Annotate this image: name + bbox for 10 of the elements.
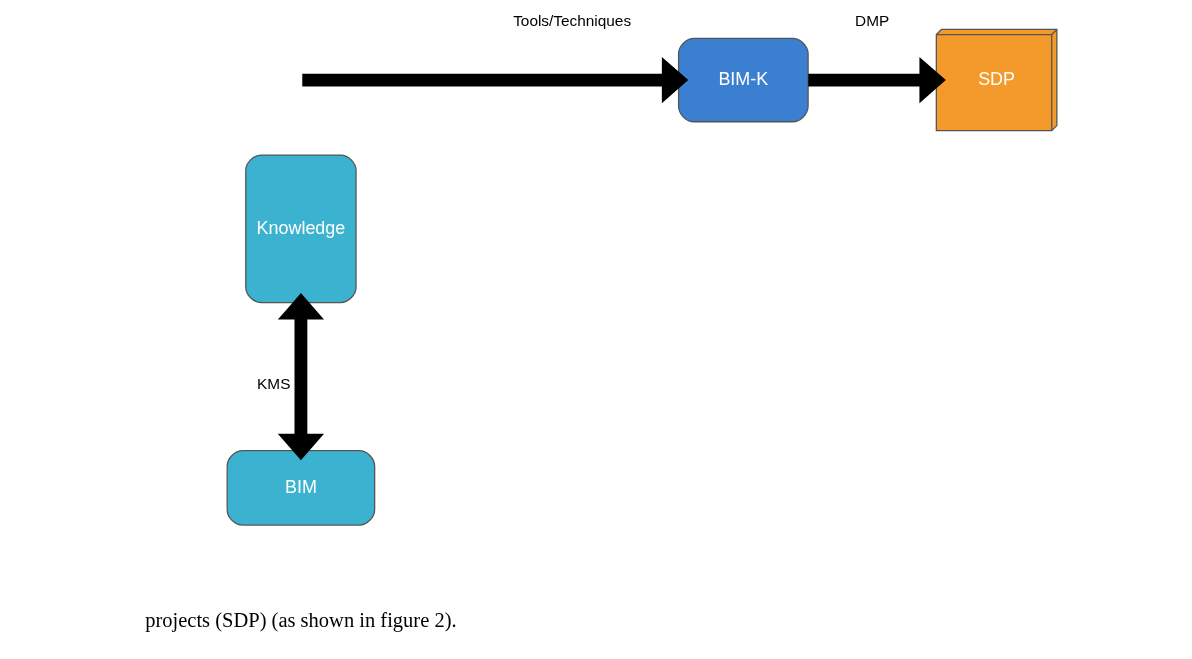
arrow — [301, 56, 688, 104]
node-box: BIM-K — [677, 37, 809, 123]
node-box: Knowledge — [244, 154, 357, 304]
edge-label: DMP — [854, 11, 889, 29]
node-box: BIM — [226, 450, 375, 526]
label: projects (SDP) (as shown in figure 2). — [144, 609, 457, 632]
arrow — [277, 293, 324, 461]
edge-label: KMS — [256, 374, 290, 392]
edge-label: Tools/Techniques — [512, 11, 631, 29]
arrow — [807, 56, 946, 104]
